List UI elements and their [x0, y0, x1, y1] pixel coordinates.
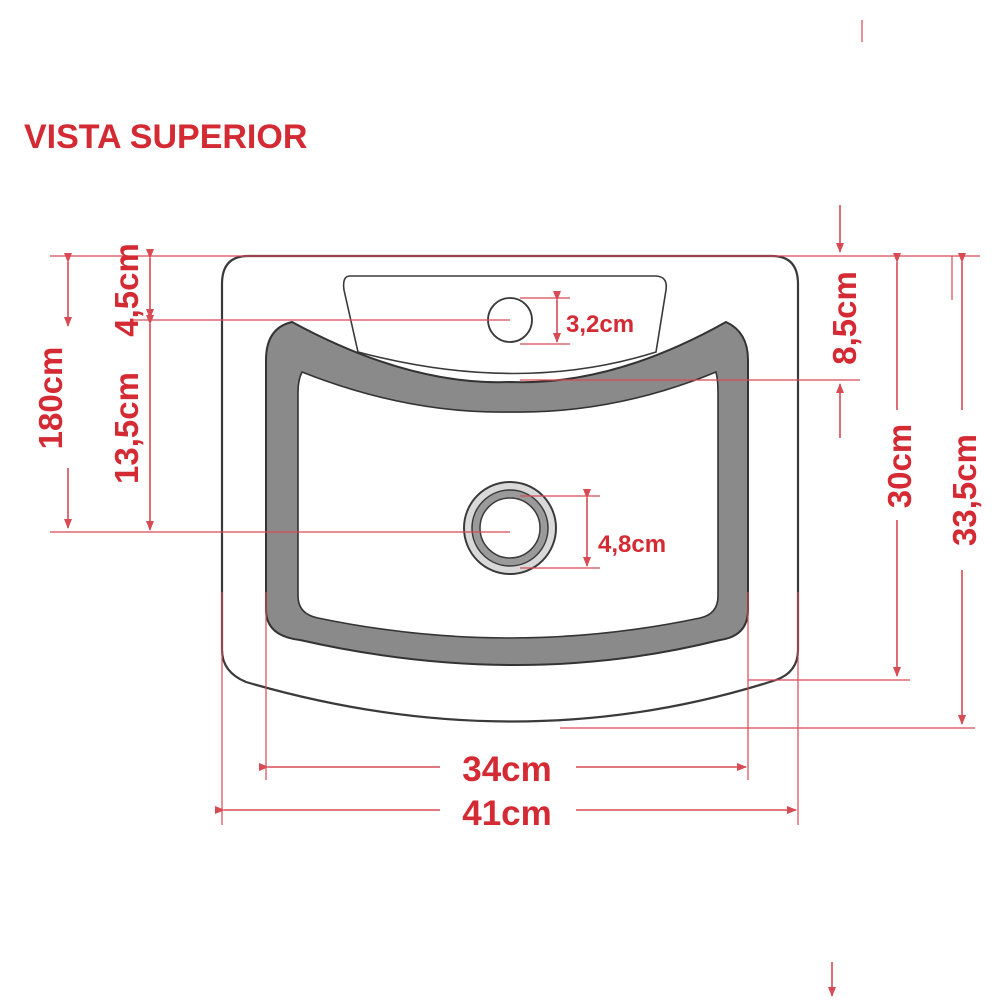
label-overall-depth: 33,5cm [946, 434, 983, 546]
label-overall-width: 41cm [462, 794, 552, 833]
label-drain-hole: 4,8cm [598, 531, 666, 558]
label-back-ledge: 8,5cm [826, 271, 863, 365]
view-title: VISTA SUPERIOR [24, 118, 307, 156]
label-mounting-height: 180cm [32, 347, 69, 450]
label-faucet-hole: 3,2cm [566, 311, 634, 338]
label-drain-offset: 13,5cm [108, 372, 145, 484]
extension-lines [50, 20, 980, 825]
dimension-lines [64, 205, 966, 997]
dimension-labels: 34cm 41cm 180cm 4,5cm 13,5cm 8,5cm 30cm … [32, 243, 983, 833]
label-basin-depth: 30cm [881, 424, 918, 508]
label-faucet-offset: 4,5cm [108, 243, 145, 337]
label-basin-width: 34cm [462, 750, 552, 789]
sink-outline [220, 254, 800, 723]
drain-inner [479, 497, 541, 559]
